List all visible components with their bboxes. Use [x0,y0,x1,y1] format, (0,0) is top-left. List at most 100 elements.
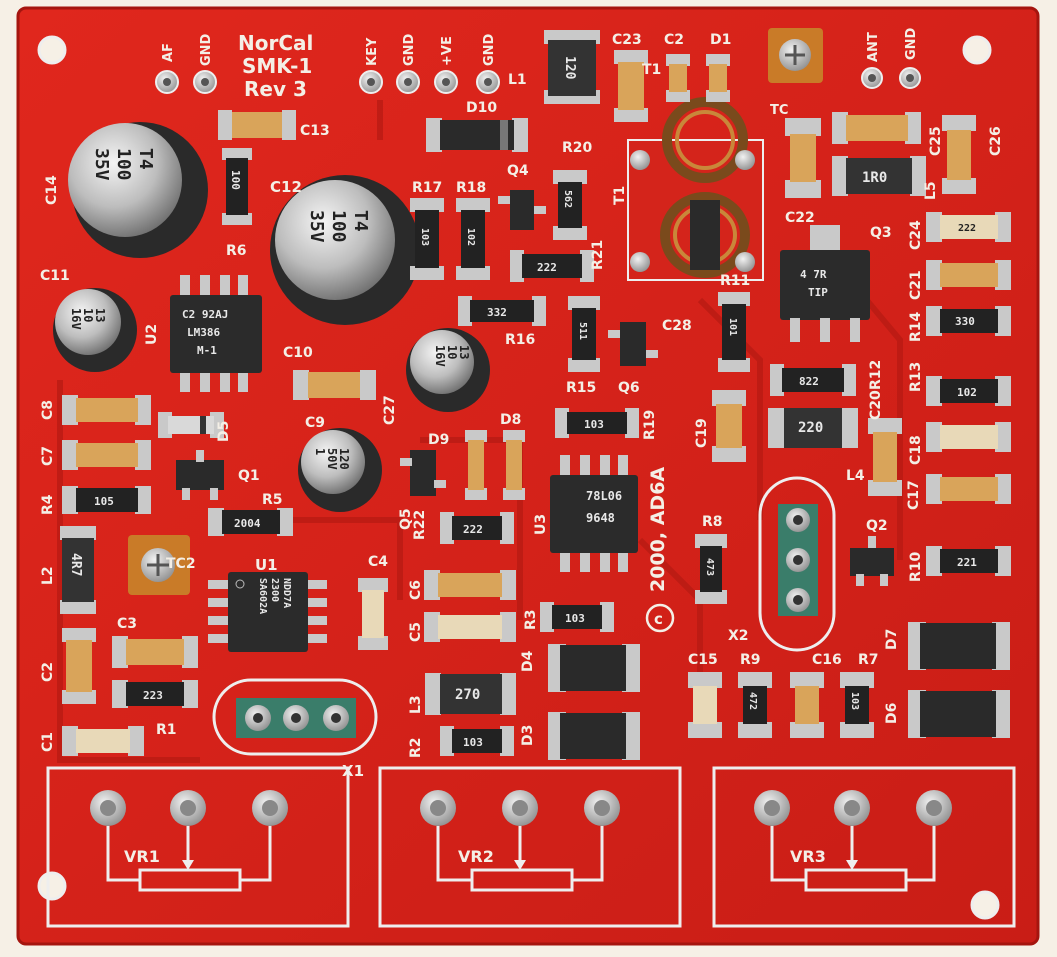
svg-text:R21: R21 [590,240,606,270]
svg-text:D4: D4 [520,650,536,672]
svg-text:Rev 3: Rev 3 [244,77,307,101]
ref-tc: TC [770,103,788,118]
potentiometer-vr2: VR2 [378,766,682,928]
svg-text:120: 120 [562,56,577,80]
diode-d8 [503,430,525,500]
svg-text:13: 13 [93,308,107,322]
svg-text:GND: GND [904,27,919,60]
ref-u2: U2 [144,324,160,345]
svg-text:L3: L3 [408,695,424,714]
svg-text:R16: R16 [505,332,535,348]
svg-text:+VE: +VE [440,36,455,66]
svg-text:NDD7A: NDD7A [281,578,292,608]
resistor-r15: 511 [568,296,600,372]
transistor-q2 [850,536,894,586]
svg-text:103: 103 [565,612,585,625]
ref-x1: X1 [342,762,364,780]
inductor-120: 120 [544,30,600,104]
resistor-r13: 102 [926,376,1011,406]
svg-text:R11: R11 [720,273,750,289]
inductor-l4: 220 [768,408,858,448]
svg-text:103: 103 [463,736,483,749]
transistor-q4 [498,190,546,230]
svg-text:2004: 2004 [234,517,261,530]
svg-text:LM386: LM386 [187,326,220,339]
transistor-q3: 4 7R TIP [780,225,870,342]
resistor-r14: 330 [926,306,1011,336]
ref-c11: C11 [40,268,70,284]
svg-text:TIP: TIP [808,286,828,299]
capacitor-c8 [62,395,151,425]
pad-gnd-3: GND [476,33,500,94]
svg-text:D1: D1 [710,32,731,48]
ref-q3: Q3 [870,225,892,241]
svg-text:D6: D6 [884,703,900,724]
resistor-r21: 222 [510,250,594,282]
capacitor-c19 [712,390,746,462]
board-title: NorCal SMK-1 Rev 3 [238,31,313,101]
capacitor-c1 [62,726,144,756]
svg-text:c: c [654,610,663,628]
svg-text:C16: C16 [812,652,842,668]
svg-text:SA602A: SA602A [257,578,268,614]
diode-d6 [908,690,1010,738]
resistor-r4: 105 [62,486,151,514]
svg-text:222: 222 [537,261,557,274]
svg-text:101: 101 [727,318,738,336]
capacitor-c11: 13 10 16V [53,288,137,372]
svg-text:100: 100 [229,170,242,190]
svg-text:103: 103 [419,228,430,246]
svg-text:50V: 50V [325,448,339,470]
svg-text:102: 102 [957,386,977,399]
svg-text:270: 270 [455,687,480,703]
svg-text:Q4: Q4 [507,163,529,179]
svg-text:R12: R12 [868,360,884,390]
svg-text:105: 105 [94,495,114,508]
resistor-r18: 102 [456,198,490,280]
connector-pads-top: AF GND KEY GND +VE GND ANT GND [155,27,921,94]
svg-text:T4: T4 [135,148,156,170]
svg-text:C24: C24 [908,220,924,250]
svg-text:102: 102 [465,228,476,246]
trimmer-tc2 [128,535,190,595]
ref-c12: C12 [270,178,302,196]
capacitor-c16 [790,672,824,738]
capacitor-c7 [62,440,151,470]
capacitor-c15 [688,672,722,738]
svg-text:222: 222 [463,523,483,536]
svg-text:C13: C13 [300,123,330,139]
capacitor-c27: 13 10 16V [406,328,490,412]
svg-text:GND: GND [199,33,214,66]
resistor-r16: 332 [458,296,546,326]
svg-text:D8: D8 [500,412,521,428]
capacitor-c2-top [666,54,690,102]
capacitor-c25 [832,112,921,144]
svg-text:4 7R: 4 7R [800,268,827,281]
svg-text:C5: C5 [408,622,424,642]
svg-text:C18: C18 [908,435,924,465]
capacitor-c17 [926,474,1011,504]
pad-gnd-2: GND [396,33,420,94]
svg-text:D3: D3 [520,725,536,746]
svg-text:D10: D10 [466,100,497,116]
pad-af: AF [155,43,179,94]
svg-text:C10: C10 [283,345,313,361]
svg-text:C6: C6 [408,580,424,600]
ref-t1: T1 [612,186,628,205]
svg-text:C2: C2 [664,32,684,48]
svg-text:R7: R7 [858,652,879,668]
svg-text:220: 220 [798,420,823,436]
ref-c9: C9 [305,415,325,431]
svg-text:35V: 35V [306,210,327,243]
svg-text:GND: GND [482,33,497,66]
svg-text:C2: C2 [40,662,56,682]
svg-text:KEY: KEY [365,37,380,66]
svg-text:C22: C22 [785,210,815,226]
diode-d4 [548,644,640,692]
svg-text:C8: C8 [40,400,56,420]
pad-plus-ve: +VE [434,36,458,94]
svg-text:R8: R8 [702,514,723,530]
svg-text:L2: L2 [40,566,56,585]
svg-text:C4: C4 [368,554,388,570]
resistor-r8: 473 [695,534,727,604]
